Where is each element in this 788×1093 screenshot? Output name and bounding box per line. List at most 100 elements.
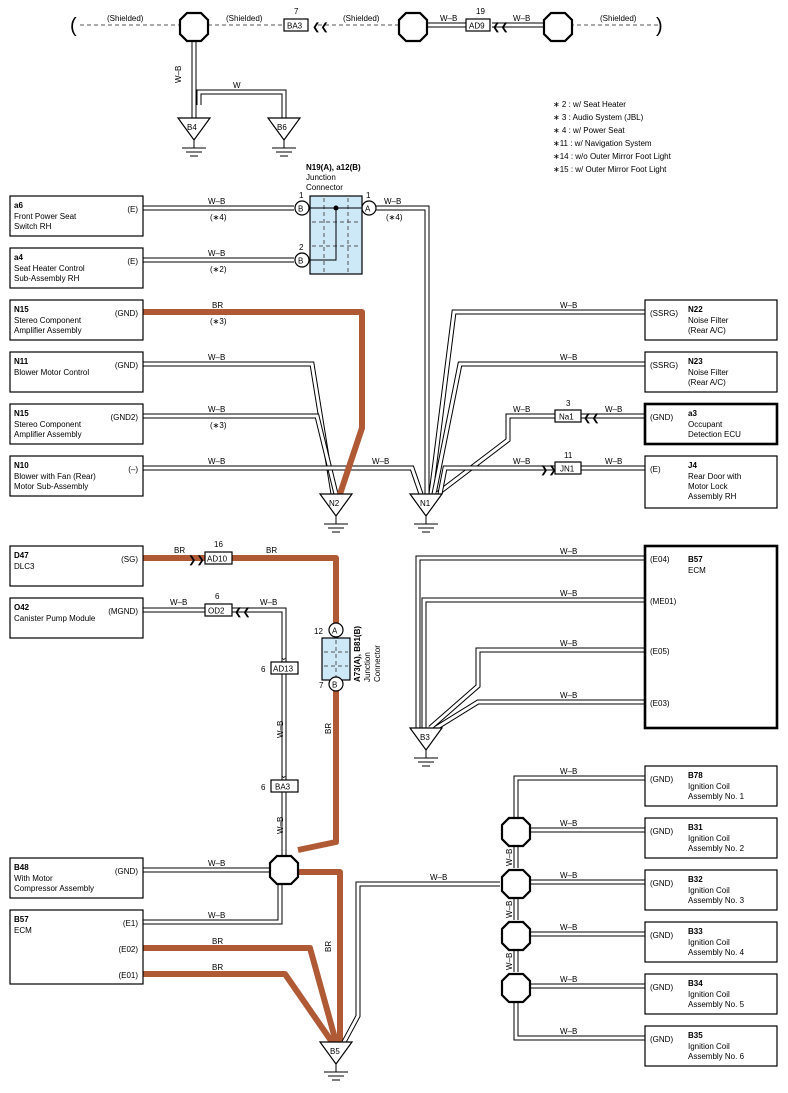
component-pin: (SG) xyxy=(121,555,138,564)
ground-n2-label: N2 xyxy=(329,499,340,508)
middle-wire-labels: W–B (∗4) W–B (∗2) BR (∗3) W–B W–B (∗3) W… xyxy=(208,197,622,466)
wl-b35: W–B xyxy=(560,1027,577,1036)
component-name-line2: Amplifier Assembly xyxy=(14,326,82,335)
wl-b31: W–B xyxy=(560,819,577,828)
wl-e05: W–B xyxy=(560,639,577,648)
arrow-na1: ❮❮ xyxy=(583,413,600,424)
component-name-line2: Motor Sub-Assembly xyxy=(14,482,88,491)
component-coil-b31: (GND) B31 Ignition Coil Assembly No. 2 xyxy=(644,817,778,859)
component-pin: (GND) xyxy=(650,879,673,888)
wl-b5-long: W–B xyxy=(430,873,447,882)
wl-vertical-2: W–B xyxy=(276,817,285,834)
component-coil-b33: (GND) B33 Ignition Coil Assembly No. 4 xyxy=(644,921,778,963)
component-name-line1: Stereo Component xyxy=(14,420,82,429)
component-pin: (SSRG) xyxy=(650,309,678,318)
splice-point-b48 xyxy=(268,854,300,886)
component-name-line2: Detection ECU xyxy=(688,430,741,439)
arrow-ad13: ⌄ xyxy=(280,652,288,662)
connector-ad10-num: 16 xyxy=(214,540,223,549)
shielded-label-1: (Shielded) xyxy=(107,14,144,23)
component-code: N15 xyxy=(14,305,29,314)
ground-b6-label: B6 xyxy=(277,123,287,132)
connector-ad9-label: AD9 xyxy=(469,22,485,31)
wl-n23: W–B xyxy=(560,353,577,362)
junction-top-pin2: 2 xyxy=(299,243,304,252)
junction-connector-mid: A B 12 7 A73(A), B81(B) Junction Connect… xyxy=(314,622,382,692)
component-code: a6 xyxy=(14,201,23,210)
component-pin: (GND) xyxy=(650,413,673,422)
note-6: ∗15 : w/ Outer Mirror Foot Light xyxy=(553,165,667,174)
component-pin: (–) xyxy=(128,465,138,474)
splice-point-coil-1 xyxy=(500,816,532,848)
top-shielded-section: ( ) (Shielded) (Shielded) (Shielded) (Sh… xyxy=(70,7,663,157)
component-name-line2: Assembly No. 2 xyxy=(688,844,745,853)
component-name-line1: Ignition Coil xyxy=(688,1042,730,1051)
arrow-ad9: ❮❮ xyxy=(492,22,509,33)
component-coil-b34: (GND) B34 Ignition Coil Assembly No. 5 xyxy=(644,973,778,1015)
ecm-pin-e1: (E1) xyxy=(123,919,138,928)
component-code: B48 xyxy=(14,863,29,872)
connector-jn1-num: 11 xyxy=(564,451,573,460)
component-coil-b32: (GND) B32 Ignition Coil Assembly No. 3 xyxy=(644,869,778,911)
ground-n1 xyxy=(408,493,444,518)
connector-ad10 xyxy=(204,551,233,565)
ecm-pin-me01: (ME01) xyxy=(650,597,677,606)
wire-label-wb-top: W–B xyxy=(174,66,183,83)
component-n10: N10 Blower with Fan (Rear) Motor Sub-Ass… xyxy=(9,455,144,497)
component-pin: (GND) xyxy=(650,931,673,940)
wl-o42: W–B xyxy=(170,598,187,607)
wl-b78: W–B xyxy=(560,767,577,776)
component-name: ECM xyxy=(688,566,706,575)
component-code: B57 xyxy=(688,555,703,564)
component-pin: (GND) xyxy=(115,309,138,318)
component-a6: a6 Front Power Seat Switch RH (E) xyxy=(9,195,144,237)
wl-b32: W–B xyxy=(560,871,577,880)
component-name-line1: Ignition Coil xyxy=(688,834,730,843)
component-o42: O42 Canister Pump Module (MGND) xyxy=(9,597,144,639)
wl-n15: BR xyxy=(212,301,223,310)
wl-a6: W–B xyxy=(208,197,225,206)
component-code: O42 xyxy=(14,603,30,612)
component-name-line1: Noise Filter xyxy=(688,316,729,325)
wire-label-wb-ad9-left: W–B xyxy=(440,14,457,23)
note-2: ∗ 3 : Audio System (JBL) xyxy=(553,113,644,122)
coil-wires: W–B W–B W–B W–B W–B W–B W–B W–B W–B xyxy=(500,767,645,1041)
junction-mid-pin7: 7 xyxy=(319,681,324,690)
ground-b4-label: B4 xyxy=(187,123,197,132)
component-code: N23 xyxy=(688,357,703,366)
wl-e02: BR xyxy=(212,937,223,946)
component-name-line1: Seat Heater Control xyxy=(14,264,85,273)
arrow-ad10: ❯❯ xyxy=(188,555,205,566)
bracket-right: ) xyxy=(656,15,663,37)
component-name-line2: Assembly No. 3 xyxy=(688,896,745,905)
component-code: B78 xyxy=(688,771,703,780)
junction-connector-top: N19(A), a12(B) Junction Connector B B A … xyxy=(294,163,377,275)
component-n22: (SSRG) N22 Noise Filter (Rear A/C) xyxy=(644,299,778,341)
ground-n1-label: N1 xyxy=(420,499,431,508)
junction-top-pin-a xyxy=(361,200,377,216)
note-5: ∗14 : w/o Outer Mirror Foot Light xyxy=(553,152,672,161)
component-code: N11 xyxy=(14,357,29,366)
component-name: ECM xyxy=(14,926,32,935)
notes-list: ∗ 2 : w/ Seat Heater ∗ 3 : Audio System … xyxy=(553,100,672,174)
wl-vertical-1: W–B xyxy=(276,721,285,738)
component-code: a4 xyxy=(14,253,23,262)
connector-od2-num: 6 xyxy=(215,592,220,601)
wl-n10-b: W–B xyxy=(372,457,389,466)
component-name-line3: Assembly RH xyxy=(688,492,737,501)
component-name-line1: DLC3 xyxy=(14,562,35,571)
splice-point-top-right xyxy=(542,11,574,43)
connector-ad13 xyxy=(270,661,299,675)
ground-b6 xyxy=(266,117,302,142)
junction-top-pin1-left: 1 xyxy=(299,191,304,200)
bracket-left: ( xyxy=(70,15,77,37)
wl-vertical-br-2: BR xyxy=(324,941,333,952)
connector-ad10-label: AD10 xyxy=(207,555,228,564)
junction-top-pin-b2 xyxy=(294,252,310,268)
component-code: N15 xyxy=(14,409,29,418)
ground-n2 xyxy=(318,493,354,518)
component-d47: D47 DLC3 (SG) xyxy=(9,545,144,587)
middle-connectors: 3 Na1 ❮❮ 11 JN1 ❯❯ xyxy=(540,399,600,476)
wl-jn1-l: W–B xyxy=(513,457,530,466)
